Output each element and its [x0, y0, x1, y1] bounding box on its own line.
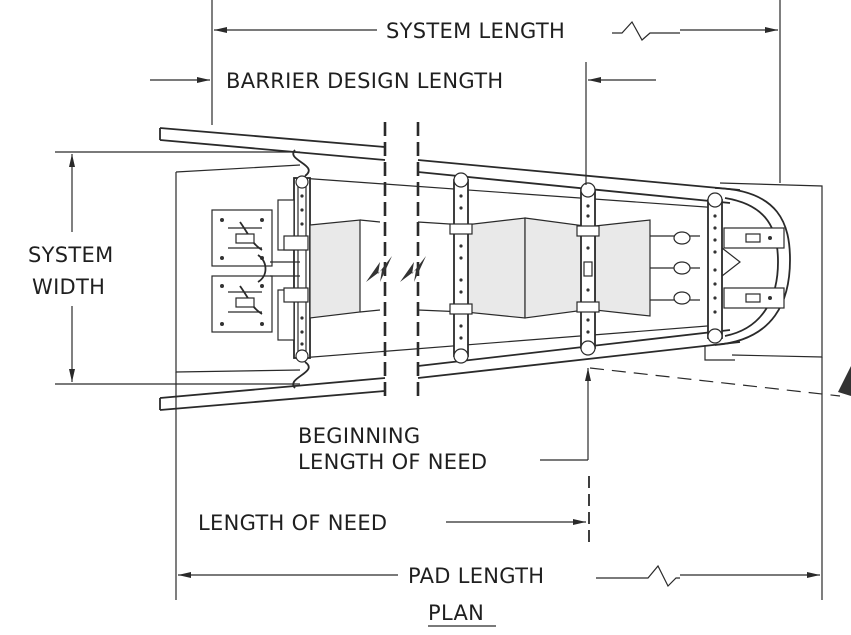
- impact-head: [650, 227, 785, 309]
- dimension-system-width: [55, 151, 300, 385]
- post-assembly-1: [257, 149, 311, 389]
- dimension-pad-length: [178, 564, 820, 588]
- view-title: PLAN: [428, 601, 484, 625]
- system-width-label-line2: WIDTH: [32, 275, 105, 299]
- system-length-label: SYSTEM LENGTH: [386, 19, 565, 43]
- beginning-length-of-need-leader: [540, 366, 851, 461]
- diaphragm-post-2: [449, 172, 473, 364]
- dimension-barrier-design-length: [150, 62, 656, 185]
- diaphragm-post-3: [576, 182, 600, 356]
- diaphragm-post-4: [707, 192, 723, 344]
- beginning-lon-label-line1: BEGINNING: [298, 424, 420, 448]
- length-of-need-label: LENGTH OF NEED: [198, 511, 387, 535]
- system-width-label-line1: SYSTEM: [28, 243, 114, 267]
- w-beam-rails: [159, 127, 791, 411]
- length-of-need-leader: [446, 476, 590, 548]
- concrete-pad: [175, 164, 823, 600]
- break-symbol: [366, 122, 426, 400]
- backup-structure: [211, 209, 273, 333]
- beginning-lon-label-line2: LENGTH OF NEED: [298, 450, 487, 474]
- barrier-design-length-label: BARRIER DESIGN LENGTH: [226, 69, 503, 93]
- dimension-system-length: [211, 0, 781, 183]
- energy-absorbing-cartridges: [309, 217, 651, 319]
- pad-length-label: PAD LENGTH: [408, 564, 544, 588]
